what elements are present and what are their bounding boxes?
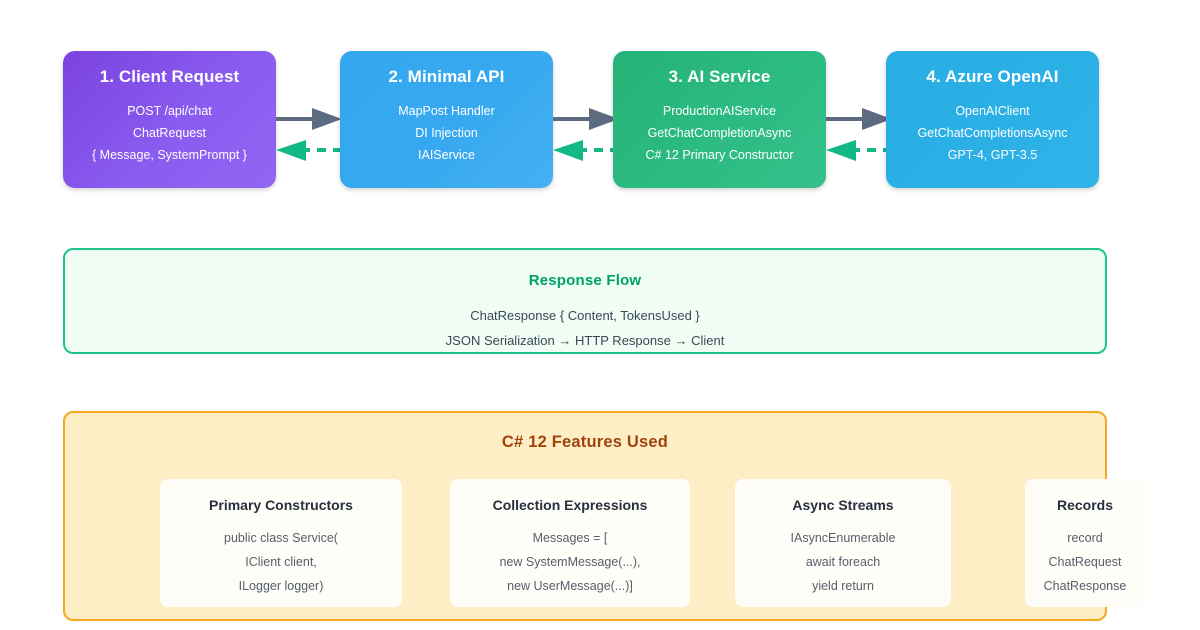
request-arrow-icon bbox=[553, 108, 619, 130]
connector-service-to-openai bbox=[826, 51, 892, 188]
request-arrow-icon bbox=[276, 108, 342, 130]
feature-card-line: IClient client, bbox=[245, 555, 317, 569]
flow-box-detail: POST /api/chat bbox=[127, 104, 212, 118]
flow-box-detail: ProductionAIService bbox=[662, 104, 777, 118]
feature-card-line: yield return bbox=[812, 579, 874, 593]
flow-box-detail: MapPost Handler bbox=[398, 104, 495, 118]
feature-card-records[interactable]: Records record ChatRequest ChatResponse bbox=[1025, 479, 1145, 607]
flow-box-title: 2. Minimal API bbox=[388, 67, 505, 86]
response-flow-panel: Response Flow ChatResponse { Content, To… bbox=[63, 248, 1107, 354]
feature-card-collection-expressions[interactable]: Collection Expressions Messages = [ new … bbox=[450, 479, 690, 607]
feature-card-list: Primary Constructors public class Servic… bbox=[65, 479, 1145, 607]
flow-box-title: 3. AI Service bbox=[668, 67, 771, 86]
request-arrow-icon bbox=[826, 108, 892, 130]
response-flow-title: Response Flow bbox=[528, 272, 642, 289]
flow-box-detail: ChatRequest bbox=[133, 126, 206, 140]
flow-box-client-request[interactable]: 1. Client Request POST /api/chat ChatReq… bbox=[63, 51, 276, 188]
feature-card-title: Primary Constructors bbox=[209, 497, 353, 513]
flow-box-title: 1. Client Request bbox=[99, 67, 240, 86]
feature-card-line: record bbox=[1067, 531, 1103, 545]
flow-box-minimal-api[interactable]: 2. Minimal API MapPost Handler DI Inject… bbox=[340, 51, 553, 188]
response-arrow-icon bbox=[826, 140, 892, 161]
response-arrow-icon bbox=[553, 140, 619, 161]
response-flow-line: JSON Serialization → HTTP Response → Cli… bbox=[445, 333, 725, 348]
flow-box-detail: { Message, SystemPrompt } bbox=[92, 148, 247, 162]
csharp-features-panel: C# 12 Features Used Primary Constructors… bbox=[63, 411, 1145, 621]
flow-box-detail: OpenAIClient bbox=[955, 104, 1030, 118]
feature-card-line: Messages = [ bbox=[532, 531, 608, 545]
flow-box-detail: GetChatCompletionsAsync bbox=[917, 126, 1068, 140]
feature-card-title: Collection Expressions bbox=[492, 497, 648, 513]
flow-box-detail: GPT-4, GPT-3.5 bbox=[947, 148, 1038, 162]
feature-card-title: Records bbox=[1056, 497, 1114, 513]
feature-card-async-streams[interactable]: Async Streams IAsyncEnumerable await for… bbox=[735, 479, 951, 607]
feature-card-line: ChatRequest bbox=[1048, 555, 1122, 569]
flow-box-detail: C# 12 Primary Constructor bbox=[645, 148, 794, 162]
feature-card-line: new SystemMessage(...), bbox=[499, 555, 641, 569]
connector-api-to-service bbox=[553, 51, 619, 188]
connector-client-to-api bbox=[276, 51, 342, 188]
feature-card-line: ILogger logger) bbox=[238, 579, 324, 593]
feature-card-line: ChatResponse bbox=[1043, 579, 1127, 593]
flow-box-ai-service[interactable]: 3. AI Service ProductionAIService GetCha… bbox=[613, 51, 826, 188]
feature-card-line: public class Service( bbox=[224, 531, 338, 545]
pipeline-flow-row: 1. Client Request POST /api/chat ChatReq… bbox=[0, 0, 1200, 200]
feature-card-title: Async Streams bbox=[792, 497, 894, 513]
features-panel-title: C# 12 Features Used bbox=[501, 433, 669, 451]
flow-box-azure-openai[interactable]: 4. Azure OpenAI OpenAIClient GetChatComp… bbox=[886, 51, 1099, 188]
feature-card-line: IAsyncEnumerable bbox=[790, 531, 896, 545]
feature-card-primary-constructors[interactable]: Primary Constructors public class Servic… bbox=[160, 479, 402, 607]
flow-box-title: 4. Azure OpenAI bbox=[926, 67, 1059, 86]
response-flow-line: ChatResponse { Content, TokensUsed } bbox=[470, 308, 700, 323]
feature-card-line: await foreach bbox=[805, 555, 881, 569]
feature-card-line: new UserMessage(...)] bbox=[507, 579, 633, 593]
flow-box-detail: GetChatCompletionAsync bbox=[647, 126, 792, 140]
flow-box-detail: IAIService bbox=[418, 148, 475, 162]
response-arrow-icon bbox=[276, 140, 342, 161]
flow-box-detail: DI Injection bbox=[415, 126, 478, 140]
